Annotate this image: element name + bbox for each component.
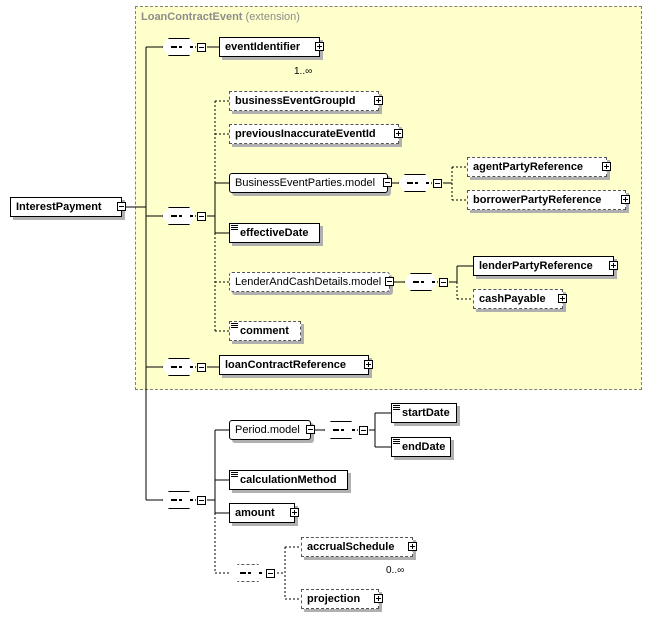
element-accrualschedule[interactable]: accrualSchedule: [301, 537, 417, 557]
collapse-icon[interactable]: [383, 178, 392, 187]
expand-icon[interactable]: [408, 542, 417, 551]
simple-type-icon: [393, 439, 400, 444]
element-calculationmethod[interactable]: calculationMethod: [229, 470, 348, 490]
collapse-icon[interactable]: [439, 278, 448, 287]
expand-icon[interactable]: [364, 360, 373, 369]
element-cashpayable[interactable]: cashPayable: [473, 289, 567, 309]
element-borrowerpartyreference[interactable]: borrowerPartyReference: [467, 190, 630, 210]
expand-icon[interactable]: [621, 195, 630, 204]
simple-type-icon: [231, 472, 238, 477]
group-period-model[interactable]: Period.model: [229, 420, 315, 440]
sequence-compositor-parties: [398, 174, 432, 192]
element-previousinaccurateeventid[interactable]: previousInaccurateEventId: [229, 124, 403, 144]
simple-type-icon: [393, 405, 400, 410]
collapse-icon[interactable]: [197, 496, 206, 505]
sequence-compositor-period: [324, 421, 358, 439]
group-businesseventparties-model[interactable]: BusinessEventParties.model: [229, 173, 392, 193]
collapse-icon[interactable]: [197, 212, 206, 221]
collapse-icon[interactable]: [197, 43, 206, 52]
sequence-compositor-lender: [404, 273, 438, 291]
expand-icon[interactable]: [558, 294, 567, 303]
element-amount[interactable]: amount: [229, 503, 299, 523]
element-agentpartyreference[interactable]: agentPartyReference: [467, 157, 611, 177]
element-startdate[interactable]: startDate: [391, 403, 457, 423]
expand-icon[interactable]: [290, 508, 299, 517]
expand-icon[interactable]: [374, 96, 383, 105]
collapse-icon[interactable]: [385, 277, 394, 286]
expand-icon[interactable]: [394, 129, 403, 138]
collapse-icon[interactable]: [117, 202, 126, 211]
collapse-icon[interactable]: [359, 426, 368, 435]
expand-icon[interactable]: [609, 261, 618, 270]
occurrence-label: 0..∞: [386, 565, 405, 576]
expand-icon[interactable]: [374, 594, 383, 603]
collapse-icon[interactable]: [306, 425, 315, 434]
occurrence-label: 1..∞: [294, 66, 313, 77]
sequence-compositor-4: [162, 491, 196, 509]
element-projection[interactable]: projection: [301, 589, 383, 609]
element-businesseventgroupid[interactable]: businessEventGroupId: [229, 91, 383, 111]
element-enddate[interactable]: endDate: [391, 437, 451, 457]
element-loancontractreference[interactable]: loanContractReference: [219, 355, 373, 375]
root-element-interestpayment[interactable]: InterestPayment: [10, 197, 126, 217]
sequence-compositor-3: [162, 358, 196, 376]
element-comment[interactable]: comment: [229, 321, 301, 341]
sequence-compositor-optional: [231, 564, 265, 582]
extension-title: LoanContractEvent (extension): [141, 11, 300, 23]
expand-icon[interactable]: [602, 162, 611, 171]
group-lenderandcashdetails-model[interactable]: LenderAndCashDetails.model: [229, 272, 394, 292]
element-lenderpartyreference[interactable]: lenderPartyReference: [473, 256, 618, 276]
collapse-icon[interactable]: [197, 363, 206, 372]
sequence-compositor-1: [162, 38, 196, 56]
element-effectivedate[interactable]: effectiveDate: [229, 223, 320, 243]
element-eventidentifier[interactable]: eventIdentifier: [219, 37, 324, 57]
collapse-icon[interactable]: [433, 179, 442, 188]
expand-icon[interactable]: [315, 42, 324, 51]
collapse-icon[interactable]: [266, 569, 275, 578]
simple-type-icon: [231, 323, 238, 328]
sequence-compositor-2: [162, 207, 196, 225]
simple-type-icon: [231, 225, 238, 230]
